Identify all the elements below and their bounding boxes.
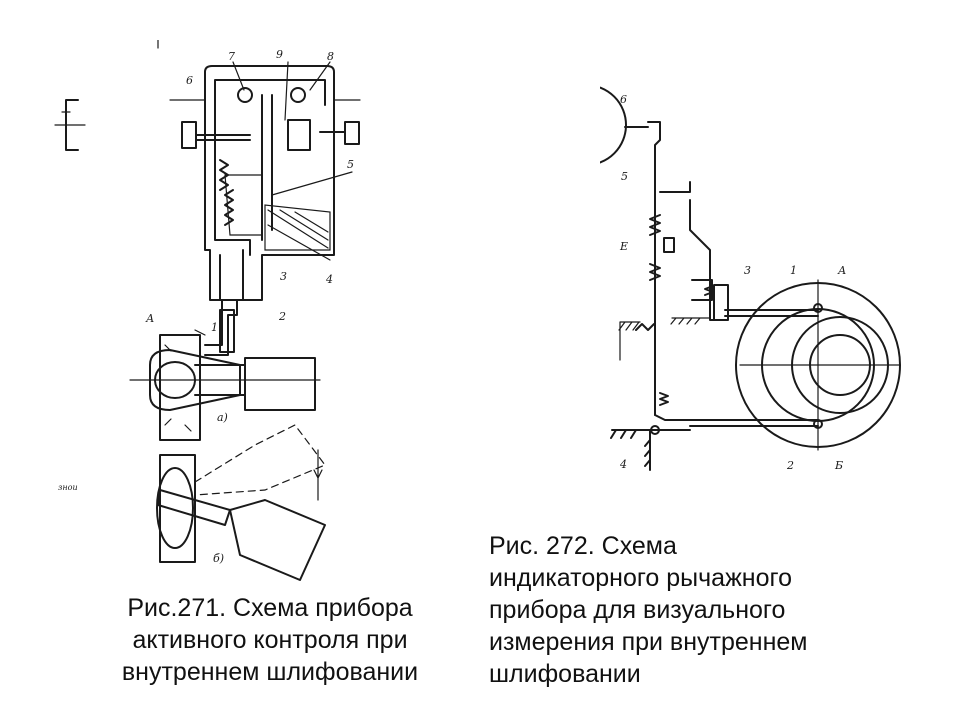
caption-272-line: прибора для визуального: [489, 596, 786, 624]
figure-271-diagram: 7 9 8 6 5 4 3 2 1 А а) б) знои: [54, 40, 361, 581]
label-sub-a: а): [217, 411, 228, 424]
caption-figure-272: Рис. 272. Схема индикаторного рычажного …: [489, 530, 929, 690]
caption-figure-271: Рис.271. Схема прибора активного контрол…: [60, 592, 480, 688]
label-a-point: А: [837, 264, 846, 277]
label-6: 6: [186, 74, 193, 87]
label-3: 3: [280, 270, 287, 283]
label-7: 7: [228, 50, 235, 63]
label-4: 4: [619, 458, 627, 471]
label-5: 5: [347, 158, 354, 171]
caption-272-line: шлифовании: [489, 660, 641, 688]
caption-271-line: активного контроля при: [132, 626, 408, 654]
label-6: 6: [620, 93, 627, 106]
label-2: 2: [278, 310, 286, 323]
caption-271-line: Рис.271. Схема прибора: [127, 594, 413, 622]
label-9: 9: [276, 48, 283, 61]
indicator-dial: [600, 86, 649, 164]
label-sub-b: б): [213, 552, 224, 565]
label-e: Е: [619, 240, 628, 253]
label-5: 5: [621, 170, 628, 183]
caption-272-line: индикаторного рычажного: [489, 564, 792, 592]
label-1: 1: [211, 321, 218, 334]
label-a-point: А: [145, 312, 154, 325]
gauge-housing: [169, 61, 361, 301]
label-margin-note: знои: [58, 483, 78, 492]
label-1: 1: [790, 264, 797, 277]
workpiece-b: [156, 424, 326, 581]
label-b-point: Б: [834, 459, 843, 472]
workpiece-a: [129, 334, 321, 441]
label-4: 4: [325, 273, 333, 286]
indicator-lever: [610, 121, 729, 471]
label-2: 2: [786, 459, 794, 472]
caption-271-line: внутреннем шлифовании: [121, 658, 419, 686]
probe-arms: [689, 303, 823, 429]
measuring-rod: [194, 299, 238, 356]
workpiece-ring: [735, 279, 901, 451]
label-8: 8: [327, 50, 334, 63]
figure-272-diagram: 6 5 Е 3 1 А 2 Б 4: [600, 86, 901, 472]
margin-bracket: [54, 99, 86, 151]
caption-272-line: измерения при внутреннем: [489, 628, 808, 656]
label-3: 3: [744, 264, 751, 277]
caption-272-line: Рис. 272. Схема: [489, 532, 677, 560]
